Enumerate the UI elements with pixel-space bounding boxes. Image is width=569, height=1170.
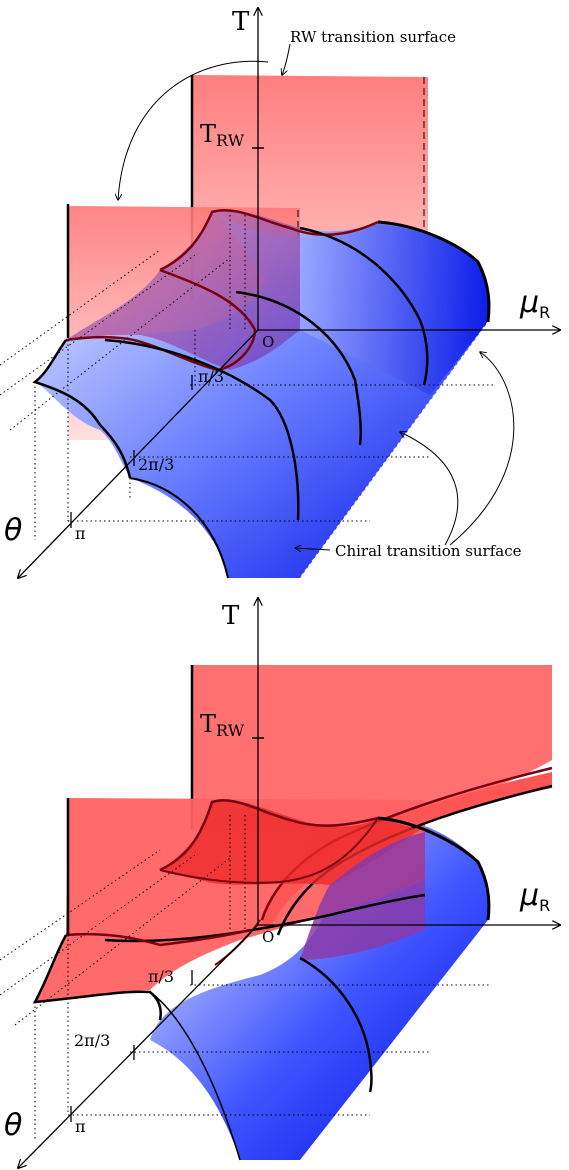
origin-label: O [262,333,274,351]
overlap-region-2 [300,832,425,960]
rw-boundary-curve-2 [159,799,379,872]
tick-label-pi3-2: π/3 [148,967,174,986]
chiral-curve-3 [104,338,300,521]
chiral-outer-curve [377,220,491,323]
chiral-surface-back-panel [300,222,489,395]
rw-front-left-curve-2 [32,934,162,1021]
chiral-curve-1 [299,226,429,386]
tick-label-pi3: π/3 [198,367,224,386]
chiral-front-edge [299,321,489,579]
chiral-curve-mid-2 [299,956,373,1093]
rw-boundary-curve [159,208,379,272]
chiral-curve-left [32,339,132,479]
chiral-curve-bottom [129,477,229,579]
rw-inner-patch [160,800,420,885]
rw-front-lower-curve-2 [65,928,251,947]
top-panel: T TRW μR θ O π/3 2π/3 π RW transition su… [0,7,560,578]
tick-label-pi: π [75,524,86,543]
tick-label-2pi3-2: 2π/3 [74,1031,110,1050]
chiral-outer-curve-2 [377,816,491,921]
chiral-annotation-arrow [295,548,331,550]
chiral-annotation-curve-2 [449,352,515,546]
t-axis-label-2: T [222,601,240,631]
trw-label-2: TRW [200,710,245,740]
mu-axis-label: μR [519,285,550,322]
t-axis-label: T [232,7,250,37]
theta-axis-label-2: θ [4,1108,22,1143]
rw-annotation-arrow-right [282,43,291,75]
mu-axis-label-2: μR [519,878,550,915]
rw-surface-back-2 [192,665,552,830]
rw-ribbon [260,772,552,932]
theta-axis [18,329,259,578]
bottom-panel: T TRW μR θ O π/3 2π/3 π [0,598,560,1168]
theta-axis-label: θ [4,513,22,548]
rw-boundary-curve-lower-2 [159,817,379,884]
rw-surface-label: RW transition surface [290,28,456,46]
chiral-annotation-curve-1 [400,432,459,546]
overlap-region [66,210,300,370]
rw-annotation-arrow-left [118,60,269,200]
guide-lines [0,215,495,540]
guide-lines-2 [0,815,490,1140]
origin-label-2: O [262,928,274,946]
chiral-bottom-curve-2 [149,991,241,1161]
chiral-lower-curve-2 [104,893,426,943]
tick-label-pi-2: π [75,1117,86,1136]
chiral-surface-label: Chiral transition surface [335,542,522,560]
chiral-curve-2 [235,290,363,446]
tick-label-2pi3: 2π/3 [138,455,174,474]
theta-axis-2 [18,924,259,1168]
trw-label: TRW [200,120,245,150]
